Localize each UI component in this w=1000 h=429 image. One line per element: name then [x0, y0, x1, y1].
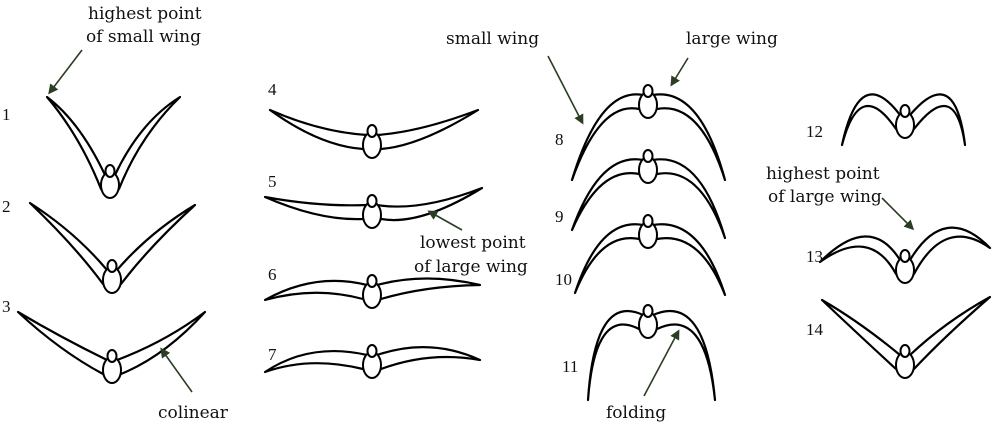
large-wing: [908, 93, 967, 147]
bird-5: [263, 186, 484, 229]
small-wing: [263, 195, 369, 221]
bird-number: 9: [555, 207, 564, 226]
bird-head: [106, 349, 118, 363]
large-wing: [375, 108, 480, 151]
large-wing: [908, 226, 992, 276]
bird-3: [16, 310, 207, 384]
bird-14: [820, 295, 992, 379]
arrow-lowest-large: [427, 210, 463, 231]
bird-number: 10: [555, 270, 572, 289]
bird-head: [106, 259, 118, 273]
large-wing: [115, 310, 207, 376]
bird-number: 2: [2, 197, 11, 216]
label-highest-small-2: of small wing: [86, 27, 201, 47]
bird-head: [899, 344, 911, 358]
label-lowest-large-1: lowest point: [420, 233, 526, 253]
small-wing: [570, 158, 645, 232]
small-wing: [818, 235, 902, 276]
small-wing: [268, 108, 369, 151]
small-wing: [840, 93, 902, 147]
label-small-wing: small wing: [446, 29, 539, 49]
label-highest-large-2: of large wing: [768, 187, 882, 207]
large-wing: [908, 295, 992, 371]
arrow-small-wing: [547, 55, 584, 125]
bird-2: [28, 201, 197, 294]
bird-6: [263, 274, 482, 309]
large-wing: [375, 277, 482, 301]
large-wing: [115, 203, 197, 286]
arrow-highest-small: [48, 49, 83, 95]
arrow-highest-large: [881, 197, 915, 231]
bird-number: 3: [2, 297, 11, 316]
label-lowest-large-2: of large wing: [414, 257, 528, 277]
bird-head: [899, 249, 911, 263]
bird-number: 14: [806, 320, 824, 339]
bird-head: [642, 149, 654, 163]
small-wing: [45, 95, 107, 191]
bird-number: 1: [2, 105, 11, 124]
bird-10: [573, 214, 727, 297]
small-wing: [263, 279, 369, 302]
large-wing: [375, 186, 484, 222]
small-wing: [263, 350, 369, 374]
label-highest-large-1: highest point: [766, 164, 880, 184]
bird-13: [818, 226, 992, 284]
large-wing: [113, 95, 182, 191]
small-wing: [570, 93, 645, 182]
bird-head: [642, 84, 654, 98]
bird-8: [570, 84, 727, 182]
label-highest-small-1: highest point: [88, 4, 202, 24]
label-folding: folding: [606, 403, 666, 423]
small-wing: [28, 201, 109, 286]
small-wing: [16, 310, 109, 376]
bird-number: 6: [268, 265, 277, 284]
small-wing: [820, 298, 902, 371]
large-wing: [375, 346, 482, 371]
bird-number: 7: [268, 345, 277, 364]
bird-9: [570, 149, 727, 240]
small-wing: [586, 309, 645, 402]
bird-head: [366, 194, 378, 208]
arrow-colinear: [160, 347, 193, 393]
bird-1: [45, 95, 182, 199]
label-large-wing: large wing: [686, 29, 778, 49]
bird-number: 13: [806, 247, 823, 266]
bird-head: [642, 214, 654, 228]
bird-head: [899, 104, 911, 118]
arrow-large-wing: [670, 57, 689, 87]
bird-head: [366, 344, 378, 358]
large-wing: [651, 93, 727, 182]
bird-head: [366, 274, 378, 288]
bird-head: [366, 124, 378, 138]
large-wing: [651, 223, 727, 297]
bird-number: 8: [555, 130, 564, 149]
label-colinear: colinear: [158, 403, 229, 423]
bird-12: [840, 93, 967, 147]
bird-number: 12: [806, 122, 823, 141]
bird-head: [104, 164, 116, 178]
large-wing: [651, 158, 727, 240]
small-wing: [573, 223, 645, 295]
large-wing: [651, 309, 717, 402]
bird-11: [586, 304, 717, 402]
bird-number: 11: [562, 357, 578, 376]
bird-4: [268, 108, 480, 159]
bird-number: 5: [268, 172, 277, 191]
bird-7: [263, 344, 482, 379]
bird-number: 4: [268, 80, 277, 99]
bird-head: [642, 304, 654, 318]
arrow-folding: [643, 329, 680, 397]
